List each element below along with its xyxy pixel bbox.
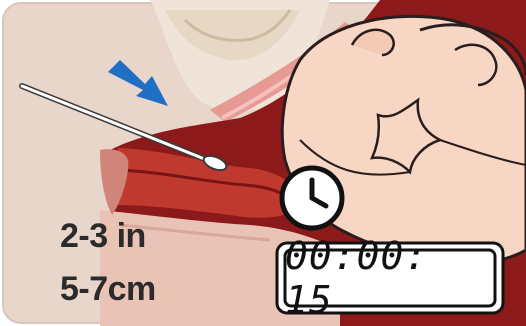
timer-display: 00:00: 15 [285, 250, 497, 306]
depth-cm-label: 5-7cm [60, 272, 156, 306]
clock-icon [282, 168, 342, 228]
depth-inches-label: 2-3 in [60, 219, 146, 253]
